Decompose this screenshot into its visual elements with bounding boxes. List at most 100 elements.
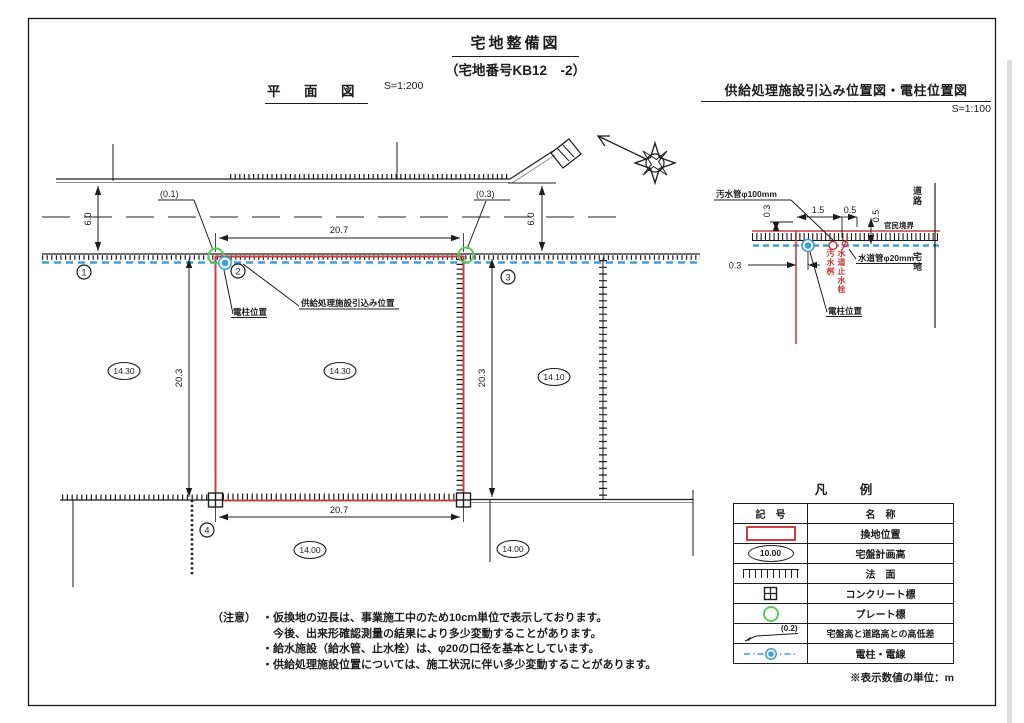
dim-left: 20.3 (174, 369, 185, 388)
legend-row-elevation: 10.00 宅盤計画高 (733, 543, 954, 564)
road-near-edge (42, 253, 700, 260)
plan-view: 6.0 6.0 20.7 20.7 20.3 20.3 (0.1) (0.3) (42, 138, 700, 587)
legend-header-row: 記 号 名 称 (733, 503, 954, 524)
svg-text:14.30: 14.30 (329, 366, 351, 376)
offset-left-callout: (0.1) (158, 189, 214, 251)
note-line: 今後、出来形確認測量の結果により多少変動することがあります。 (262, 627, 602, 640)
pole-symbol-detail (801, 238, 815, 253)
plan-dimensions (94, 186, 546, 522)
concrete-marker-left (207, 492, 224, 508)
legend-name: 電柱・電線 (807, 643, 954, 664)
offset-left-label: (0.1) (160, 189, 179, 199)
detail-title-block: 供給処理施設引込み位置図・電柱位置図 S=1:100 (701, 80, 991, 115)
legend-title: 凡 例 (814, 483, 883, 497)
svg-text:4: 4 (204, 526, 209, 536)
elevation-lot2: 14.30 (323, 361, 357, 381)
slope-symbol (742, 568, 799, 578)
lot-number-2: 2 (230, 263, 246, 279)
road-side-label: 道路 (912, 186, 922, 206)
replot-boundary (214, 255, 465, 502)
sheet-subtitle: （宅地番号KB12 -2） (444, 63, 587, 78)
detail-title: 供給処理施設引込み位置図・電柱位置図 (701, 80, 991, 102)
notes-heading: （注意） (212, 612, 256, 624)
dim-bottom: 20.7 (330, 505, 349, 516)
legend-row-replot: 換地位置 (733, 523, 954, 544)
detail-dim-0-5: 0.5 (844, 205, 857, 215)
pole-callout-detail: 電柱位置 (809, 251, 863, 317)
legend-unit-note: ※表示数値の単位：m (850, 672, 954, 684)
scan-artifact (1007, 60, 1012, 723)
legend-row-concrete: コンクリート標 (733, 583, 954, 604)
concrete-marker-right (455, 492, 472, 508)
elevation-lot4a: 14.00 (293, 540, 327, 560)
legend-name: 法 面 (807, 563, 954, 584)
legend-name: 宅盤高と道路高との高低差 (807, 623, 954, 644)
elevation-symbol: 10.00 (747, 545, 794, 562)
detail-dim-1-5: 1.5 (812, 205, 825, 215)
svg-text:14.00: 14.00 (502, 544, 524, 554)
detail-dim-depth: 0.5 (871, 210, 881, 223)
sheet-title: 宅地整備図 (452, 32, 579, 57)
pole-symbol-plan (218, 255, 233, 270)
legend-row-plate: プレート標 (733, 603, 954, 624)
plate-marker-right (457, 246, 475, 264)
notes-block: （注意） ・仮換地の辺長は、事業施工中のため10cm単位で表示しております。 今… (212, 611, 732, 673)
legend-table: 記 号 名 称 換地位置 10.00 宅盤計画高 法 面 コンクリート標 (733, 503, 954, 664)
plan-title: 平 面 図 (265, 80, 368, 104)
water-callout: 水道管φ20mm (848, 248, 922, 264)
note-line: ・仮換地の辺長は、事業施工中のため10cm単位で表示しております。 (262, 612, 608, 624)
stop-valve-label: 水道止水栓 (837, 249, 846, 294)
legend-col-name: 名 称 (807, 503, 954, 524)
stop-valve-symbol (841, 236, 849, 251)
dim-right: 20.3 (477, 369, 488, 388)
plate-marker-left (207, 247, 225, 265)
legend-row-pole: 電柱・電線 (733, 643, 954, 664)
supply-callout-plan: 供給処理施設引込み位置 (242, 263, 399, 310)
page-border (27, 17, 997, 707)
note-line: ・供給処理施設位置については、施工状況に伴い多少変動することがあります。 (262, 658, 657, 671)
plan-title-block: 平 面 図 S=1:200 (265, 80, 423, 104)
lot-side-label: 宅地 (912, 252, 922, 272)
lot-number-1: 1 (76, 264, 92, 280)
svg-text:1: 1 (81, 268, 86, 278)
sewer-basin-label: 汚水桝 (826, 249, 835, 276)
offset-right-callout: (0.3) (466, 189, 510, 250)
notes-lines: ・仮換地の辺長は、事業施工中のため10cm単位で表示しております。 今後、出来形… (262, 611, 656, 673)
dim-road-left: 6.0 (83, 212, 94, 225)
svg-text:電柱位置: 電柱位置 (828, 306, 863, 316)
detail-view: 1.5 0.5 0.5 0.3 0.3 汚水管φ100mm 官民境界 水道管φ2… (714, 183, 943, 344)
svg-text:14.00: 14.00 (299, 545, 321, 555)
legend-name: コンクリート標 (807, 583, 954, 604)
offset-symbol-arrow (744, 633, 798, 642)
svg-text:水道管φ20mm: 水道管φ20mm (857, 253, 915, 263)
pole-callout-plan: 電柱位置 (223, 269, 268, 318)
svg-text:2: 2 (235, 267, 240, 277)
offset-symbol-text: (0.2) (781, 624, 798, 633)
detail-dim-pole-offset: 0.3 (729, 261, 742, 271)
svg-text:14.10: 14.10 (543, 372, 565, 382)
legend-row-slope: 法 面 (733, 563, 954, 584)
north-arrow-icon (596, 135, 677, 186)
legend-row-offset: (0.2) 宅盤高と道路高との高低差 (733, 623, 954, 644)
svg-text:14.30: 14.30 (113, 366, 135, 376)
legend-name: 換地位置 (807, 523, 954, 544)
legend: 凡 例 記 号 名 称 換地位置 10.00 宅盤計画高 法 面 (733, 479, 954, 685)
plan-scale: S=1:200 (383, 80, 424, 92)
replot-symbol (745, 526, 796, 541)
dim-road-right: 6.0 (526, 212, 537, 225)
sewer-basin-symbol (828, 240, 838, 251)
road-far-edge (56, 138, 582, 184)
boundary-label: 官民境界 (884, 220, 914, 230)
sheet-title-block: 宅地整備図 （宅地番号KB12 -2） (408, 32, 623, 79)
offset-symbol: (0.2) (742, 624, 800, 642)
dim-top: 20.7 (330, 225, 349, 236)
elevation-lot4b: 14.00 (496, 539, 530, 559)
svg-text:電柱位置: 電柱位置 (233, 307, 268, 317)
detail-scale: S=1:100 (951, 103, 991, 115)
lot-number-3: 3 (500, 269, 516, 285)
detail-dimensions (748, 213, 875, 270)
note-line: ・給水施設（給水管、止水栓）は、φ20の口径を基本としています。 (262, 643, 600, 655)
svg-text:汚水管φ100mm: 汚水管φ100mm (716, 189, 777, 199)
elevation-lot3: 14.10 (537, 367, 571, 387)
